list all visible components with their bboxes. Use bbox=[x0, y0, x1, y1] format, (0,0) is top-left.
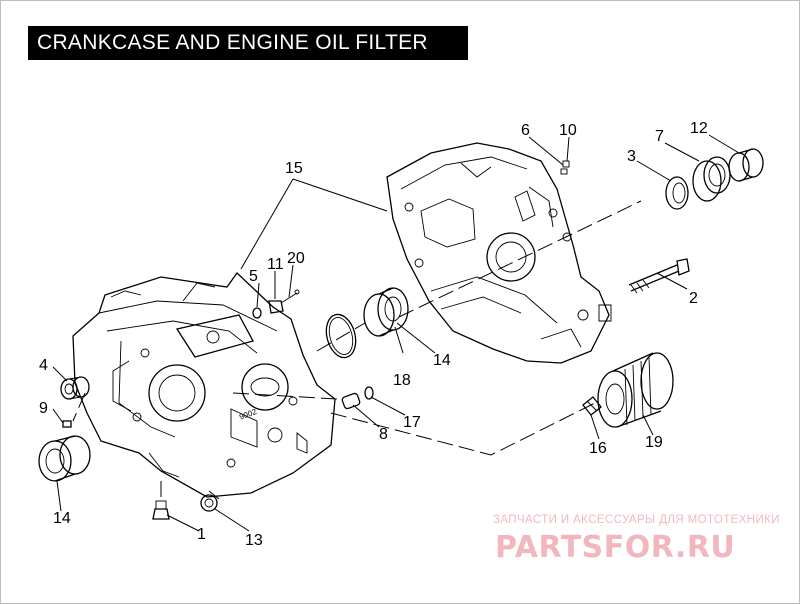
filter-adapter bbox=[582, 396, 602, 416]
needle-bearing bbox=[60, 376, 90, 400]
casting-mark: 9002 bbox=[238, 407, 258, 422]
drain-plug bbox=[152, 500, 170, 520]
dowel-9 bbox=[62, 420, 72, 428]
diagram-title: CRANKCASE AND ENGINE OIL FILTER bbox=[37, 31, 428, 54]
fitting-11-20 bbox=[268, 289, 300, 314]
callout-18: 18 bbox=[393, 372, 411, 389]
callout-16: 16 bbox=[589, 440, 607, 457]
callout-14-left: 14 bbox=[53, 510, 71, 527]
bearing-left bbox=[38, 435, 91, 482]
callout-17: 17 bbox=[403, 414, 421, 431]
title-bar: CRANKCASE AND ENGINE OIL FILTER bbox=[28, 26, 468, 60]
oil-filter bbox=[597, 352, 674, 428]
callout-12: 12 bbox=[690, 120, 708, 137]
retaining-ring bbox=[325, 313, 357, 359]
callout-10: 10 bbox=[559, 122, 577, 139]
callout-14-right: 14 bbox=[433, 352, 451, 369]
callout-2: 2 bbox=[689, 290, 698, 307]
bearing-race bbox=[692, 156, 731, 202]
watermark: ЗАПЧАСТИ И АКСЕССУАРЫ ДЛЯ МОТОТЕХНИКИ PA… bbox=[493, 514, 780, 565]
o-ring-5 bbox=[252, 307, 262, 319]
crankcase-bolt bbox=[628, 258, 690, 294]
leader-lines bbox=[52, 134, 740, 532]
callout-7: 7 bbox=[655, 128, 664, 145]
callout-labels: 1 2 3 4 5 6 7 8 9 10 11 12 13 14 14 15 1… bbox=[39, 120, 708, 549]
callout-5: 5 bbox=[249, 268, 258, 285]
callout-6: 6 bbox=[521, 122, 530, 139]
callout-3: 3 bbox=[627, 148, 636, 165]
parts bbox=[38, 148, 764, 520]
watermark-tagline: ЗАПЧАСТИ И АКСЕССУАРЫ ДЛЯ МОТОТЕХНИКИ bbox=[493, 514, 780, 526]
callout-19: 19 bbox=[645, 434, 663, 451]
dowel-8 bbox=[341, 392, 361, 410]
bushing bbox=[728, 148, 764, 182]
plug-6-10 bbox=[560, 160, 570, 175]
right-crankcase-half bbox=[386, 142, 612, 364]
o-ring-17 bbox=[364, 386, 374, 400]
callout-11: 11 bbox=[267, 256, 284, 273]
callout-13: 13 bbox=[245, 532, 263, 549]
callout-4: 4 bbox=[39, 357, 48, 374]
callout-1: 1 bbox=[197, 526, 206, 543]
callout-8: 8 bbox=[379, 426, 388, 443]
oil-seal bbox=[665, 176, 689, 210]
callout-15: 15 bbox=[285, 160, 303, 177]
callout-9: 9 bbox=[39, 400, 48, 417]
watermark-brand: PARTSFOR.RU bbox=[495, 530, 735, 565]
left-crankcase-half: 9002 bbox=[72, 272, 336, 498]
bearing-right bbox=[363, 287, 409, 337]
plug-13 bbox=[200, 494, 218, 512]
callout-20: 20 bbox=[287, 250, 305, 267]
alignment-lines bbox=[72, 200, 642, 501]
